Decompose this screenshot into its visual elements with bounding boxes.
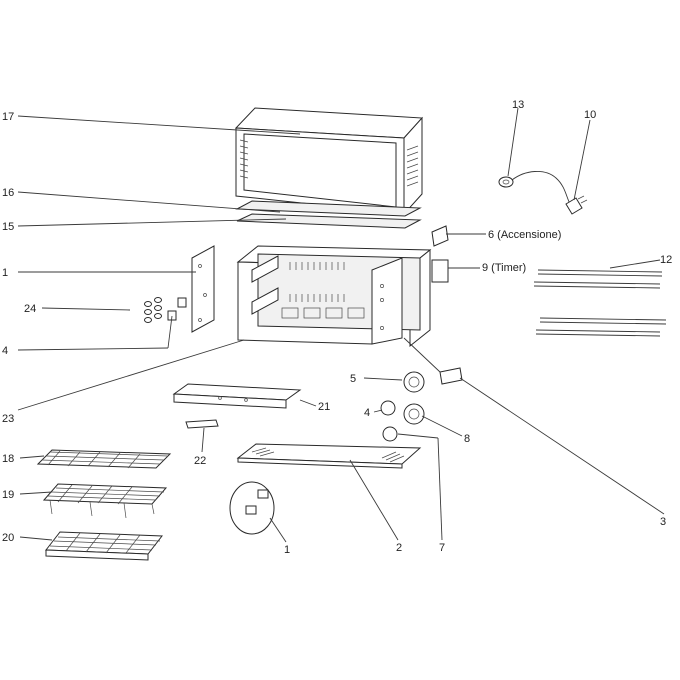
part-10-power-cord: [511, 171, 588, 215]
part-20-rack: [45, 531, 163, 561]
part-1-side-panel: [191, 245, 215, 333]
part-7-knob: [382, 426, 398, 442]
callout-5: 5: [350, 373, 356, 385]
callout-9-timer: 9 (Timer): [482, 262, 526, 274]
callout-16: 16: [2, 187, 14, 199]
callout-7: 7: [439, 542, 445, 554]
part-4-foot: [177, 297, 187, 308]
callout-1: 1: [2, 267, 8, 279]
callout-3: 3: [660, 516, 666, 528]
part-24-spacers: [144, 297, 162, 323]
part-15-insulation-sheet: [236, 213, 422, 229]
part-17-outer-cover: [234, 107, 424, 216]
part-5-knob-dial: [403, 371, 425, 393]
part-3-bracket: [439, 367, 463, 385]
callout-21: 21: [318, 401, 330, 413]
callout-1-plate: 1: [284, 544, 290, 556]
part-12-heating-elements: [533, 269, 667, 337]
callout-8: 8: [464, 433, 470, 445]
leader-lines: [17, 107, 665, 543]
callout-23: 23: [2, 413, 14, 425]
part-4-foot: [167, 310, 177, 321]
callout-12: 12: [660, 254, 672, 266]
part-18-wire-rack: [36, 449, 172, 469]
callout-22: 22: [194, 455, 206, 467]
part-1-round-plate: [229, 481, 275, 535]
callout-4-knob: 4: [364, 407, 370, 419]
part-4-knob: [380, 400, 396, 416]
callout-labels: 17 16 15 1 24 4 23 18 19 20 13 10 6 (Acc…: [2, 99, 672, 556]
part-6-ignition-switch: [431, 225, 449, 247]
callout-17: 17: [2, 111, 14, 123]
callout-4: 4: [2, 345, 8, 357]
part-8-knob-dial: [403, 403, 425, 425]
callout-6-accensione: 6 (Accensione): [488, 229, 561, 241]
oven-main-body: [236, 245, 432, 348]
part-22-handle: [185, 419, 219, 429]
callout-13: 13: [512, 99, 524, 111]
part-13-lamp: [498, 176, 514, 188]
part-9-timer-switch: [431, 259, 449, 283]
part-21-crumb-tray: [172, 383, 302, 409]
callout-10: 10: [584, 109, 596, 121]
callout-19: 19: [2, 489, 14, 501]
callout-18: 18: [2, 453, 14, 465]
part-2-baking-tray: [236, 443, 422, 469]
callout-2: 2: [396, 542, 402, 554]
part-16-top-panel: [235, 200, 422, 217]
callout-20: 20: [2, 532, 14, 544]
callout-24: 24: [24, 303, 36, 315]
part-19-grill-rack: [42, 483, 168, 519]
callout-15: 15: [2, 221, 14, 233]
